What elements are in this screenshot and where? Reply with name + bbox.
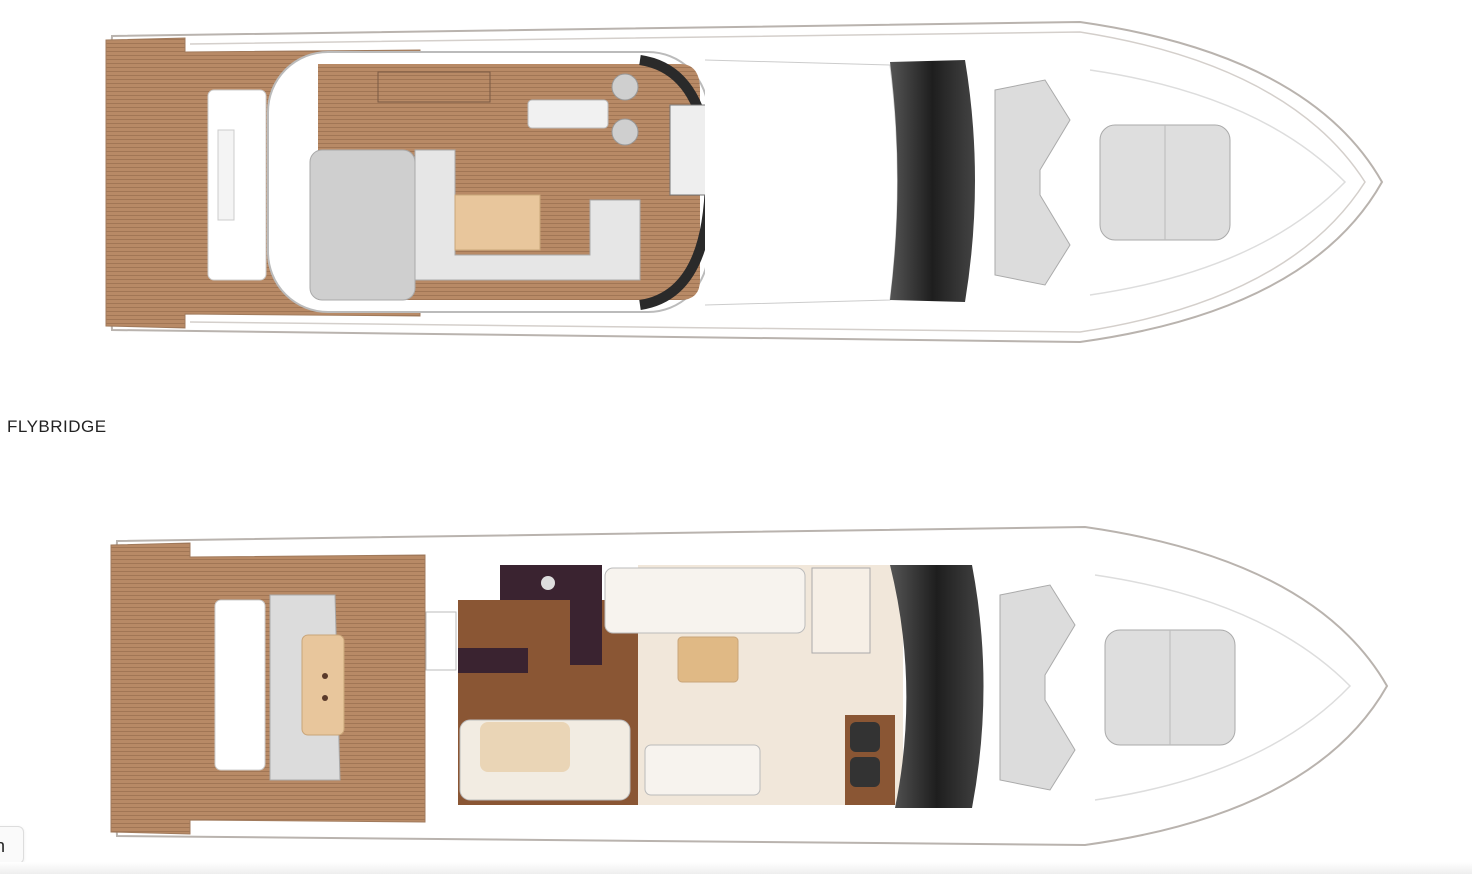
hull-inner-line bbox=[189, 31, 1366, 333]
galley-unit bbox=[570, 600, 602, 665]
flybridge-label: FLYBRIDGE bbox=[7, 417, 107, 436]
helm-console bbox=[669, 104, 709, 196]
sunpad bbox=[309, 149, 416, 301]
aft-stairs bbox=[214, 599, 266, 771]
helm-seat bbox=[850, 757, 880, 787]
bow-seat bbox=[994, 79, 1071, 286]
u-sofa bbox=[414, 149, 641, 281]
helm-seat bbox=[850, 722, 880, 752]
corner-button[interactable]: n bbox=[0, 826, 24, 864]
wet-bar bbox=[527, 99, 609, 129]
sofa-cushion bbox=[480, 722, 570, 772]
bottom-bar bbox=[0, 862, 1472, 874]
windscreen bbox=[704, 59, 898, 306]
corner-button-label: n bbox=[0, 827, 5, 865]
lounge-sofa bbox=[604, 567, 806, 634]
main-deck-plan bbox=[110, 525, 1389, 847]
dining-table bbox=[454, 194, 541, 251]
cockpit-table bbox=[301, 634, 345, 736]
teak-aft-deck bbox=[110, 542, 426, 835]
helm-seat bbox=[611, 118, 639, 146]
stairs-down bbox=[811, 567, 871, 654]
windscreen-dark bbox=[890, 565, 984, 808]
saloon-doors bbox=[425, 611, 457, 671]
helm-seat bbox=[611, 73, 639, 101]
dark-glass-roof bbox=[890, 60, 975, 302]
galley-island bbox=[458, 648, 528, 673]
bow-seat bbox=[999, 584, 1076, 791]
coffee-table bbox=[677, 636, 739, 683]
flybridge-plan bbox=[105, 20, 1384, 344]
settee bbox=[644, 744, 761, 796]
aft-stairs bbox=[207, 89, 267, 281]
stairs-flybridge bbox=[377, 71, 491, 103]
